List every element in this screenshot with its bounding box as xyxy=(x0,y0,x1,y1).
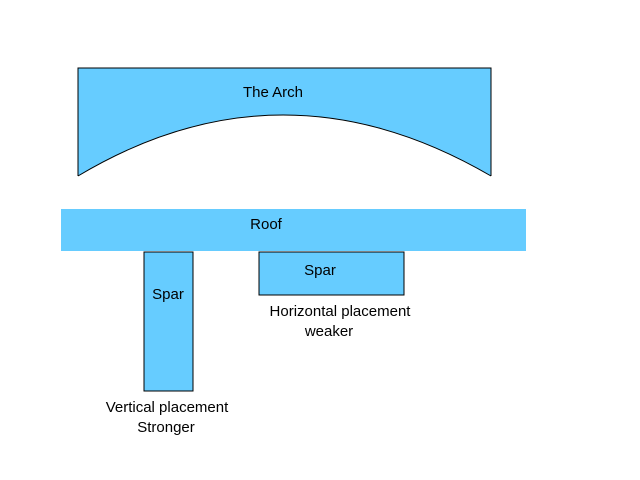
arch-shape xyxy=(78,68,491,176)
horizontal-spar xyxy=(258,251,405,296)
roof-label: Roof xyxy=(250,216,283,233)
arch-outline xyxy=(77,67,492,176)
vertical-spar-caption-line2: Stronger xyxy=(137,419,195,436)
vertical-spar-caption-line1: Vertical placement xyxy=(106,399,229,416)
horizontal-spar-caption-line2: weaker xyxy=(304,323,353,340)
arch-label: The Arch xyxy=(243,84,303,101)
vertical-spar-label: Spar xyxy=(152,286,184,303)
vertical-spar xyxy=(143,251,194,392)
horizontal-spar-caption-line1: Horizontal placement xyxy=(270,303,412,320)
arch-curve xyxy=(77,114,492,177)
horizontal-spar-label: Spar xyxy=(304,262,336,279)
roof-shape xyxy=(61,209,526,251)
